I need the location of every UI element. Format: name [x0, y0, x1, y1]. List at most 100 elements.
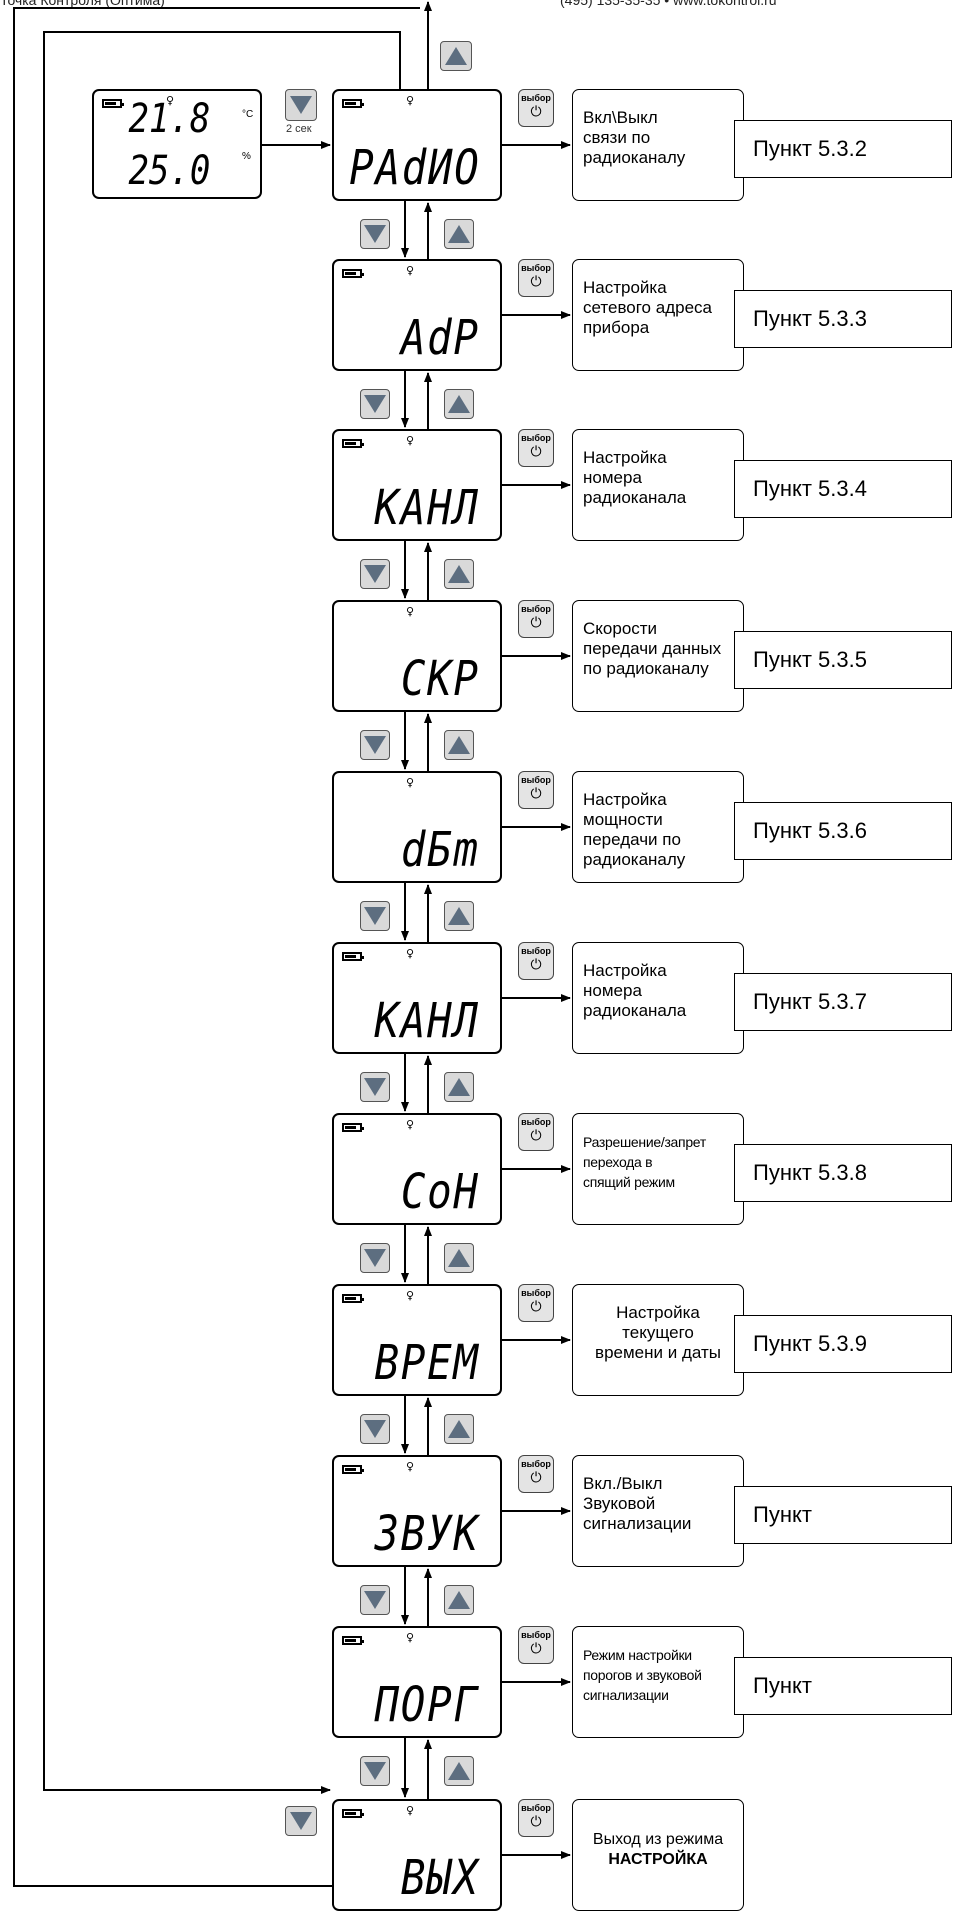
display-code: CoH [401, 1164, 480, 1220]
menu-display-2: ♀AdP [332, 259, 502, 371]
antenna-icon: ♀ [406, 434, 415, 447]
section-reference: Пункт 5.3.7 [734, 973, 952, 1031]
battery-icon [342, 1294, 364, 1303]
select-button[interactable]: выбор⏻ [518, 942, 554, 980]
select-label: выбор [521, 1803, 551, 1813]
down-button[interactable] [360, 1072, 390, 1102]
up-arrow-icon [448, 1078, 470, 1096]
up-button[interactable] [444, 1414, 474, 1444]
select-label: выбор [521, 604, 551, 614]
display-code: KAHЛ [374, 480, 480, 536]
select-button[interactable]: выбор⏻ [518, 771, 554, 809]
up-button[interactable] [444, 730, 474, 760]
down-arrow-icon [364, 395, 386, 413]
up-button[interactable] [444, 1243, 474, 1273]
menu-description: Режим настройки порогов и звуковой сигна… [572, 1626, 744, 1738]
battery-icon [342, 1809, 364, 1818]
up-button[interactable] [444, 1756, 474, 1786]
up-button[interactable] [444, 389, 474, 419]
down-arrow-icon [364, 225, 386, 243]
down-button[interactable] [360, 1243, 390, 1273]
menu-description: Разрешение/запрет перехода в спящий режи… [572, 1113, 744, 1225]
humidity-value: 25.0 [128, 148, 210, 194]
select-button[interactable]: выбор⏻ [518, 1284, 554, 1322]
power-icon: ⏻ [530, 1641, 542, 1657]
select-button[interactable]: выбор⏻ [518, 429, 554, 467]
down-arrow-icon [290, 96, 312, 114]
antenna-icon: ♀ [406, 1804, 415, 1817]
menu-display-7: ♀ CoH [332, 1113, 502, 1225]
menu-display-6: ♀KAHЛ [332, 942, 502, 1054]
up-arrow-icon [448, 395, 470, 413]
down-button-initial[interactable] [285, 89, 317, 121]
menu-description: Настройка номера радиоканала [572, 942, 744, 1054]
menu-description: Вкл./Выкл Звуковой сигнализации [572, 1455, 744, 1567]
power-icon: ⏻ [530, 1299, 542, 1315]
section-reference: Пункт 5.3.8 [734, 1144, 952, 1202]
connector-line [43, 31, 401, 1794]
display-code: BЫX [401, 1850, 480, 1906]
up-arrow-icon [448, 736, 470, 754]
up-button[interactable] [444, 219, 474, 249]
antenna-icon: ♀ [406, 1289, 415, 1302]
up-button[interactable] [444, 1585, 474, 1615]
up-arrow-icon [448, 1420, 470, 1438]
select-button[interactable]: выбор⏻ [518, 259, 554, 297]
display-code: BPEM [374, 1335, 480, 1391]
battery-icon [342, 1465, 364, 1474]
antenna-icon: ♀ [406, 1118, 415, 1131]
menu-display-5: ♀dБm [332, 771, 502, 883]
section-reference: Пункт 5.3.3 [734, 290, 952, 348]
down-button[interactable] [360, 730, 390, 760]
down-arrow-icon [364, 1420, 386, 1438]
select-label: выбор [521, 1288, 551, 1298]
section-reference: Пункт 5.3.4 [734, 460, 952, 518]
down-button[interactable] [360, 559, 390, 589]
down-button[interactable] [360, 389, 390, 419]
battery-icon [342, 1636, 364, 1645]
down-button[interactable] [360, 1414, 390, 1444]
power-icon: ⏻ [530, 104, 542, 120]
down-button[interactable] [360, 1585, 390, 1615]
menu-description: Настройка номера радиоканала [572, 429, 744, 541]
down-arrow-icon [364, 1591, 386, 1609]
select-button[interactable]: выбор⏻ [518, 1626, 554, 1664]
select-button[interactable]: выбор⏻ [518, 1799, 554, 1837]
section-reference: Пункт [734, 1657, 952, 1715]
power-icon: ⏻ [530, 615, 542, 631]
down-arrow-icon [364, 907, 386, 925]
up-arrow-icon [448, 1249, 470, 1267]
battery-icon [342, 99, 364, 108]
select-label: выбор [521, 1459, 551, 1469]
select-label: выбор [521, 433, 551, 443]
down-button[interactable] [360, 1756, 390, 1786]
down-arrow-icon [364, 1078, 386, 1096]
up-button[interactable] [444, 1072, 474, 1102]
initial-display: ♀ 21.8 °C 25.0 % [92, 89, 262, 199]
exit-line-2: НАСТРОЙКА [608, 1851, 708, 1868]
up-button[interactable] [444, 559, 474, 589]
display-code: CKP [401, 651, 480, 707]
power-icon: ⏻ [530, 444, 542, 460]
down-button[interactable] [360, 219, 390, 249]
select-button[interactable]: выбор⏻ [518, 89, 554, 127]
up-button[interactable] [444, 901, 474, 931]
select-button[interactable]: выбор⏻ [518, 1113, 554, 1151]
temperature-unit: °C [242, 109, 254, 120]
select-label: выбор [521, 263, 551, 273]
battery-icon [342, 952, 364, 961]
down-button-exit[interactable] [285, 1806, 317, 1836]
hold-label: 2 сек [286, 123, 312, 135]
down-button[interactable] [360, 901, 390, 931]
up-button-top[interactable] [440, 41, 472, 71]
battery-icon [342, 1123, 364, 1132]
temperature-value: 21.8 [128, 96, 210, 142]
select-button[interactable]: выбор⏻ [518, 1455, 554, 1493]
select-button[interactable]: выбор⏻ [518, 600, 554, 638]
menu-description: Настройка текущего времени и даты [572, 1284, 744, 1396]
power-icon: ⏻ [530, 1470, 542, 1486]
exit-line-1: Выход из режима [592, 1831, 724, 1848]
menu-display-8: ♀ BPEM [332, 1284, 502, 1396]
